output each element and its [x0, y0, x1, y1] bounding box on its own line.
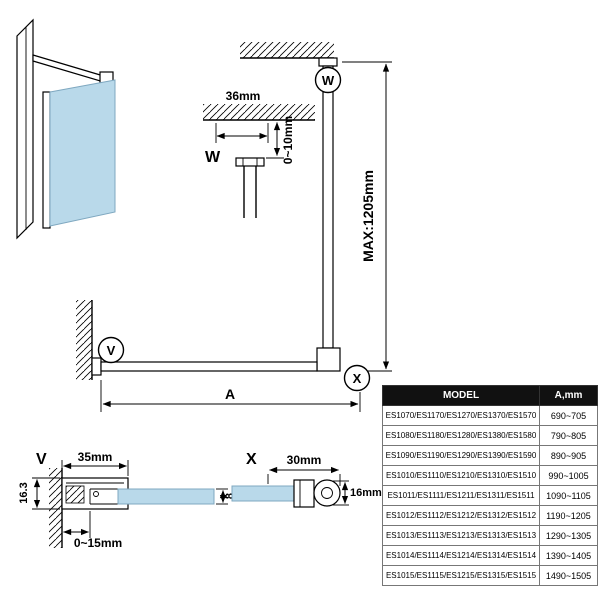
a-cell: 690~705: [539, 405, 598, 426]
table-row: ES1070/ES1170/ES1270/ES1370/ES1570 690~7…: [382, 405, 598, 426]
model-cell: ES1080/ES1180/ES1280/ES1380/ES1580: [382, 425, 540, 446]
table-row: ES1090/ES1190/ES1290/ES1390/ES1590 890~9…: [382, 445, 598, 466]
a-cell: 1190~1205: [539, 505, 598, 526]
table-row: ES1013/ES1113/ES1213/ES1313/ES1513 1290~…: [382, 525, 598, 546]
detail-w-view: 36mm 0~10mm W: [203, 89, 315, 218]
horizontal-bar: [100, 361, 318, 372]
a-cell: 1090~1105: [539, 485, 598, 506]
dim-profile-width-label: 35mm: [78, 450, 113, 464]
detail-marker-w: [314, 66, 342, 94]
a-cell: 1390~1405: [539, 545, 598, 566]
model-spec-table: MODEL A,mm ES1070/ES1170/ES1270/ES1370/E…: [382, 385, 598, 586]
ceiling-hatch: [203, 104, 315, 120]
ceiling-hatch-main: [240, 42, 334, 58]
a-cell: 990~1005: [539, 465, 598, 486]
table-row: ES1015/ES1115/ES1215/ES1315/ES1515 1490~…: [382, 565, 598, 586]
vertical-bar: [322, 65, 334, 349]
glass-clamp: [293, 479, 315, 508]
wall-hatch-main: [76, 300, 92, 380]
model-cell: ES1070/ES1170/ES1270/ES1370/ES1570: [382, 405, 540, 426]
glass-panel-3d: [49, 79, 116, 227]
dim-profile-depth-label: 16.3: [18, 482, 30, 503]
table-header-a: A,mm: [539, 385, 598, 406]
detail-marker-x: [343, 364, 371, 392]
detail-w-label: W: [205, 149, 221, 166]
detail-v-view: V 35mm 16.3 0~15mm 8: [18, 450, 236, 550]
dim-max-height-label: MAX:1205mm: [360, 170, 376, 262]
connector-knob-core: [321, 487, 333, 499]
dim-connector-length-label: 30mm: [287, 453, 322, 467]
detail-marker-v: [97, 336, 125, 364]
a-cell: 890~905: [539, 445, 598, 466]
table-row: ES1012/ES1112/ES1212/ES1312/ES1512 1190~…: [382, 505, 598, 526]
connector-knob: [313, 479, 341, 507]
a-cell: 790~805: [539, 425, 598, 446]
dim-ceiling-gap-label: 0~10mm: [281, 116, 295, 164]
detail-marker-x-label: X: [353, 371, 362, 386]
dim-glass-adjust-label: 0~15mm: [74, 536, 122, 550]
table-header-row: MODEL A,mm: [382, 385, 598, 406]
table-row: ES1011/ES1111/ES1211/ES1311/ES1511 1090~…: [382, 485, 598, 506]
model-cell: ES1012/ES1112/ES1212/ES1312/ES1512: [382, 505, 540, 526]
wall-bracket-main: [91, 357, 102, 376]
vertical-bar-assembly: MAX:1205mm W X: [240, 42, 392, 392]
support-bar-3d: [32, 54, 108, 84]
a-cell: 1290~1305: [539, 525, 598, 546]
glass-section-x: [231, 485, 297, 502]
profile-screw-block: [65, 485, 85, 504]
dim-ceiling-offset-label: 36mm: [226, 89, 261, 103]
bar-section: [243, 166, 257, 218]
wall-hatch-detail-v: [49, 468, 62, 548]
ceiling-plate-main: [318, 57, 338, 67]
detail-v-label: V: [36, 451, 47, 468]
detail-marker-v-label: V: [107, 343, 116, 358]
horizontal-bar-assembly: V A: [76, 300, 361, 412]
panel-3d-view: [16, 18, 116, 240]
model-cell: ES1013/ES1113/ES1213/ES1313/ES1513: [382, 525, 540, 546]
wall-slab: [16, 18, 34, 240]
table-header-model: MODEL: [382, 385, 540, 406]
glass-section-v: [117, 488, 215, 505]
detail-x-view: X 30mm 16mm: [231, 451, 382, 508]
detail-x-label: X: [246, 451, 257, 468]
dim-width-a-label: A: [225, 386, 235, 402]
ceiling-mount-plate: [235, 157, 265, 167]
wall-profile-3d: [42, 91, 51, 229]
table-row: ES1080/ES1180/ES1280/ES1380/ES1580 790~8…: [382, 425, 598, 446]
dim-connector-diameter-label: 16mm: [350, 487, 382, 499]
model-cell: ES1011/ES1111/ES1211/ES1311/ES1511: [382, 485, 540, 506]
dim-glass-thickness-label: 8: [224, 493, 236, 499]
a-cell: 1490~1505: [539, 565, 598, 586]
detail-marker-w-label: W: [322, 73, 335, 88]
corner-connector: [316, 347, 341, 372]
table-row: ES1014/ES1114/ES1214/ES1314/ES1514 1390~…: [382, 545, 598, 566]
table-row: ES1010/ES1110/ES1210/ES1310/ES1510 990~1…: [382, 465, 598, 486]
model-cell: ES1010/ES1110/ES1210/ES1310/ES1510: [382, 465, 540, 486]
profile-screw: [93, 491, 99, 497]
model-cell: ES1015/ES1115/ES1215/ES1315/ES1515: [382, 565, 540, 586]
model-cell: ES1014/ES1114/ES1214/ES1314/ES1514: [382, 545, 540, 566]
model-cell: ES1090/ES1190/ES1290/ES1390/ES1590: [382, 445, 540, 466]
